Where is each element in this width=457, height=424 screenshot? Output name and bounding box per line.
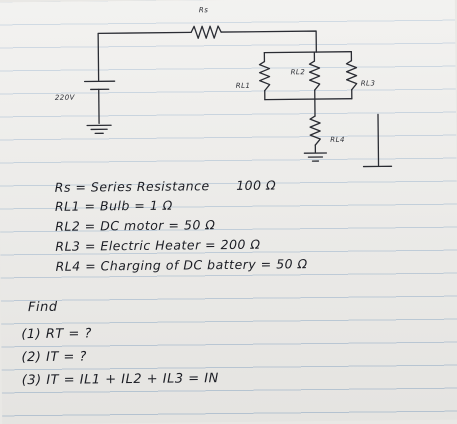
note-rl2: RL2 = DC motor = 50 Ω (55, 217, 215, 234)
question-3: (3) IT = IL1 + IL2 + IL3 = IN (22, 371, 219, 388)
wire-top-left (98, 32, 191, 80)
rl2-label: RL2 (291, 68, 306, 76)
resistor-rl2 (309, 61, 319, 90)
wire-top-right (221, 31, 316, 53)
note-rl4: RL4 = Charging of DC battery = 50 Ω (55, 256, 307, 274)
note-rl3-text: Electric Heater (100, 237, 200, 253)
source-label: 220V (55, 94, 75, 102)
question-1: (1) RT = ? (21, 326, 92, 342)
note-rl2-key: RL2 (55, 219, 80, 234)
note-rl4-key: RL4 (55, 259, 80, 274)
note-rs-key: Rs (55, 180, 71, 195)
note-rs: Rs = Series Resistance 100 Ω (55, 178, 276, 195)
question-2: (2) IT = ? (21, 349, 87, 365)
ground-symbol-rl4 (304, 153, 326, 161)
find-title: Find (28, 300, 58, 315)
resistor-rs (191, 26, 221, 38)
note-rl1: RL1 = Bulb = 1 Ω (55, 198, 173, 214)
note-rl1-key: RL1 (55, 199, 80, 214)
note-rs-value: 100 Ω (236, 178, 276, 193)
note-rl2-value: 50 Ω (184, 217, 216, 232)
note-rl2-text: DC motor (100, 218, 164, 234)
ground-symbol (87, 125, 111, 133)
note-rl3: RL3 = Electric Heater = 200 Ω (55, 237, 260, 254)
rail-top (264, 52, 351, 53)
note-rl4-text: Charging of DC battery (101, 257, 257, 274)
note-rl1-value: 1 Ω (150, 198, 173, 213)
resistor-rl3 (346, 61, 356, 90)
note-rl4-value: 50 Ω (276, 256, 308, 271)
rl3-label: RL3 (361, 79, 376, 87)
rl1-label: RL1 (236, 82, 251, 90)
note-rl1-text: Bulb (100, 198, 130, 213)
rs-label: Rs (199, 6, 209, 14)
resistor-rl4 (310, 116, 320, 145)
resistor-rl1 (259, 62, 269, 91)
note-rl3-key: RL3 (55, 239, 80, 254)
rail-bottom (265, 99, 352, 100)
note-rs-text: Series Resistance (91, 178, 210, 194)
detached-wire (363, 114, 392, 166)
rl4-label: RL4 (330, 136, 345, 144)
note-rl3-value: 200 Ω (221, 237, 261, 252)
